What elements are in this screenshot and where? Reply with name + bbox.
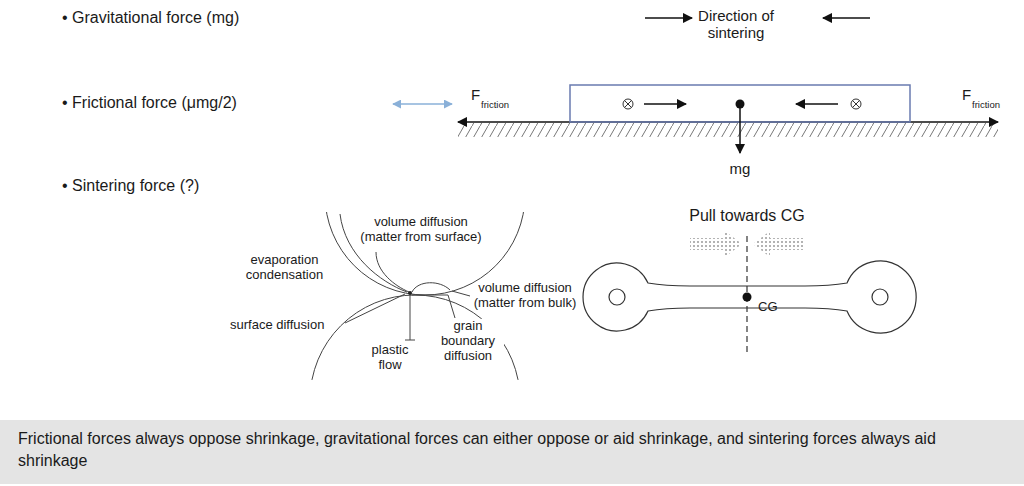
neck-point <box>408 291 412 295</box>
bullet-text: • Sintering force (?) <box>62 177 362 195</box>
direction-arrow <box>823 17 870 19</box>
label: friction <box>972 100 1017 111</box>
label: surface diffusion <box>230 318 345 333</box>
bullet-text: • Frictional force (μmg/2) <box>62 94 362 112</box>
label: CG <box>758 300 788 315</box>
shrink-arrow <box>796 103 838 105</box>
label: volume diffusion (matter from bulk) <box>470 281 580 311</box>
label: grain boundary diffusion <box>432 319 504 364</box>
label: volume diffusion (matter from surface) <box>352 215 490 245</box>
label: Pull towards CG <box>672 207 822 225</box>
pore-hole <box>872 289 888 305</box>
pore-hole <box>609 289 625 305</box>
weight-arrow <box>739 106 741 153</box>
label: friction <box>481 100 526 111</box>
bullet-text: • Gravitational force (mg) <box>62 9 362 27</box>
label: evaporation condensation <box>236 253 333 283</box>
double-arrow <box>393 103 452 105</box>
cg-dot <box>743 293 752 302</box>
pull-arrow <box>753 231 805 257</box>
label: Direction of sintering <box>686 7 786 42</box>
pull-arrow <box>690 231 742 257</box>
cross-symbol <box>623 99 861 109</box>
ground-hatching <box>458 123 998 137</box>
note-band: Frictional forces always oppose shrinkag… <box>0 420 1024 484</box>
label: mg <box>725 160 755 177</box>
direction-arrow <box>645 17 692 19</box>
neck-dumbbell <box>583 261 916 333</box>
shrink-arrow <box>644 103 686 105</box>
note-text: Frictional forces always oppose shrinkag… <box>18 428 938 473</box>
label: plastic flow <box>366 343 414 373</box>
